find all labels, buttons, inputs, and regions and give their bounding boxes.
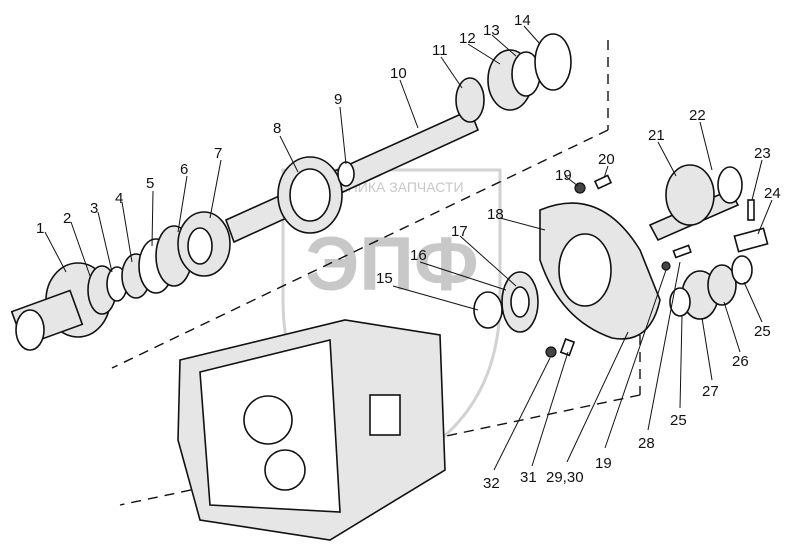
main-shaft-assembly: [10, 33, 572, 351]
leader-lines: [44, 25, 773, 471]
leader-27: [701, 317, 713, 381]
callout-27: 27: [702, 383, 719, 400]
callout-13: 13: [483, 22, 500, 39]
leader-11: [440, 56, 463, 89]
callout-14: 14: [514, 12, 531, 29]
leader-28: [647, 261, 681, 431]
callout-16: 16: [410, 247, 427, 264]
washer-25a-part: [731, 255, 753, 285]
leader-25a: [743, 281, 763, 323]
callout-10: 10: [390, 65, 407, 82]
callout-3: 3: [90, 200, 98, 217]
flange-bore-part: [15, 309, 45, 351]
nut-19b-part: [661, 261, 671, 271]
callout-5: 5: [146, 175, 154, 192]
callout-31: 31: [520, 469, 537, 486]
callout-labels: 1 2 3 4 5 6 7 8 9 10 11 12 13 14 15 16 1…: [36, 12, 781, 492]
callout-28: 28: [638, 435, 655, 452]
callout-23: 23: [754, 145, 771, 162]
leader-3: [97, 211, 113, 273]
leader-9: [339, 106, 347, 165]
callout-15: 15: [376, 270, 393, 287]
bolt-28-part: [672, 244, 692, 259]
nut-32-part: [545, 346, 557, 358]
washer-25b-part: [669, 287, 691, 317]
watermark: ТЕХНИКА ЗАПЧАСТИ ЭПФ: [281, 168, 502, 472]
callout-29-30: 29,30: [546, 469, 584, 486]
leader-32: [493, 357, 551, 471]
watermark-logo: ЭПФ: [305, 222, 479, 307]
leader-23: [751, 159, 763, 201]
callout-20: 20: [598, 151, 615, 168]
snap-ring-part: [337, 161, 355, 187]
callout-21: 21: [648, 127, 665, 144]
housing-window: [369, 394, 401, 436]
dowel-31-part: [559, 338, 576, 357]
leader-19a: [564, 175, 579, 187]
callout-7: 7: [214, 145, 222, 162]
callout-4: 4: [115, 190, 123, 207]
transmission-housing: [177, 319, 446, 541]
pin-part: [747, 199, 755, 221]
leader-12: [467, 43, 501, 65]
callout-32: 32: [483, 475, 500, 492]
leader-2: [70, 221, 91, 277]
leader-15: [392, 285, 479, 311]
callout-1: 1: [36, 220, 44, 237]
callout-25-upper: 25: [754, 323, 771, 340]
callout-2: 2: [63, 210, 71, 227]
callout-22: 22: [689, 107, 706, 124]
housing-bore-lower: [264, 449, 306, 491]
leader-20: [603, 165, 609, 179]
callout-11: 11: [432, 42, 448, 59]
cover-opening: [558, 233, 612, 307]
leader-19b: [604, 269, 667, 449]
leader-21: [657, 141, 677, 177]
leader-8: [279, 135, 299, 173]
sleeve-part: [733, 227, 769, 253]
leader-10: [399, 79, 419, 129]
retaining-ring-part: [473, 291, 503, 329]
bolt-part: [593, 174, 613, 190]
leader-6: [177, 175, 188, 233]
leader-1: [44, 231, 67, 273]
housing-bore-upper: [243, 395, 293, 445]
output-gear-part: [665, 164, 715, 226]
bushing-part: [707, 264, 737, 306]
leader-22: [699, 121, 713, 171]
leader-31: [531, 351, 569, 467]
cover-assembly: [473, 164, 769, 358]
callout-12: 12: [459, 30, 476, 47]
inner-bearing-part: [455, 77, 485, 123]
leader-17: [459, 235, 517, 287]
leader-18: [499, 217, 546, 231]
callout-17: 17: [451, 223, 468, 240]
callout-26: 26: [732, 353, 749, 370]
callout-19-bottom: 19: [595, 455, 612, 472]
leader-4: [121, 201, 133, 263]
callout-6: 6: [180, 161, 188, 178]
boundary-upper-diagonal: [111, 129, 609, 369]
callout-9: 9: [334, 91, 342, 108]
callout-25-lower: 25: [670, 412, 687, 429]
leader-7: [209, 159, 222, 219]
leader-14: [523, 25, 541, 45]
callout-19-top: 19: [555, 167, 572, 184]
callout-18: 18: [487, 206, 504, 223]
leader-24: [757, 199, 773, 235]
leader-25b: [679, 315, 683, 409]
leader-13: [491, 34, 517, 57]
callout-24: 24: [764, 185, 781, 202]
output-end-part: [717, 166, 743, 204]
leader-2930: [566, 331, 629, 463]
callout-8: 8: [273, 120, 281, 137]
gear-bore-part: [289, 168, 331, 222]
leader-26: [723, 301, 741, 353]
leader-16: [419, 261, 507, 291]
circlip-part: [534, 33, 572, 91]
leader-5: [151, 190, 154, 247]
bearing-16-bore: [510, 286, 530, 318]
bearing-bore-part: [187, 227, 213, 265]
